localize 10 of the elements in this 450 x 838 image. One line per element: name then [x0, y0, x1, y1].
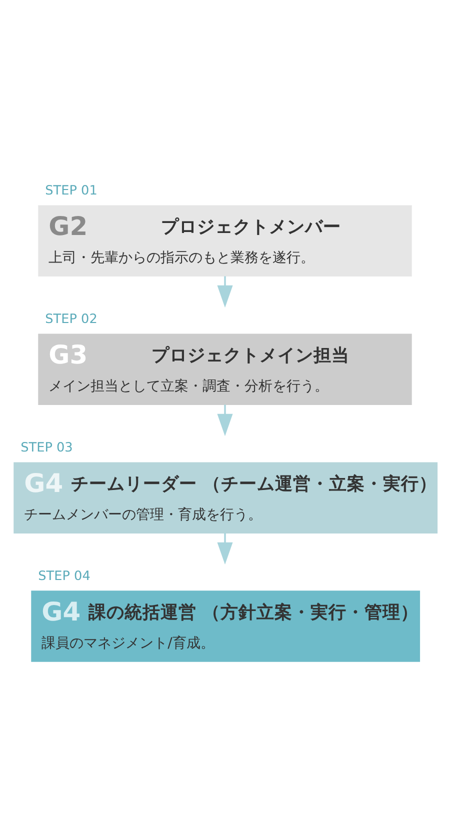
node-box: G4 チームリーダー （チーム運営・立案・実行） チームメンバーの管理・育成を行う。 [14, 462, 438, 534]
arrow [217, 276, 233, 308]
arrow [217, 404, 233, 436]
node-label: STEP 03 [20, 440, 73, 456]
node-box: G2 プロジェクトメンバー 上司・先輩からの指示のもと業務を遂行。 [38, 205, 412, 277]
node-label: STEP 02 [45, 312, 98, 328]
node-label: STEP 01 [45, 184, 98, 199]
arrow [217, 533, 233, 565]
node-label: STEP 04 [38, 568, 90, 584]
node-box: G4 課の統括運営 （方針立案・実行・管理） 課員のマネジメント/育成。 [31, 590, 420, 662]
